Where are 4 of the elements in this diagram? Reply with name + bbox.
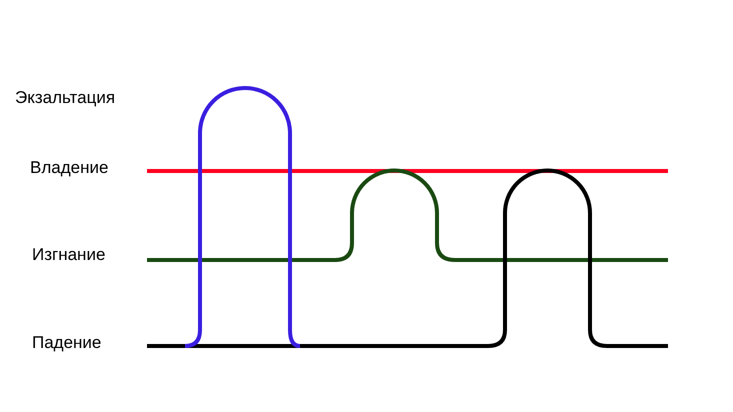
level-label: Изгнание xyxy=(32,245,106,265)
level-label: Владение xyxy=(30,158,108,178)
level-label: Падение xyxy=(32,333,102,353)
level-label: Экзальтация xyxy=(15,88,116,108)
